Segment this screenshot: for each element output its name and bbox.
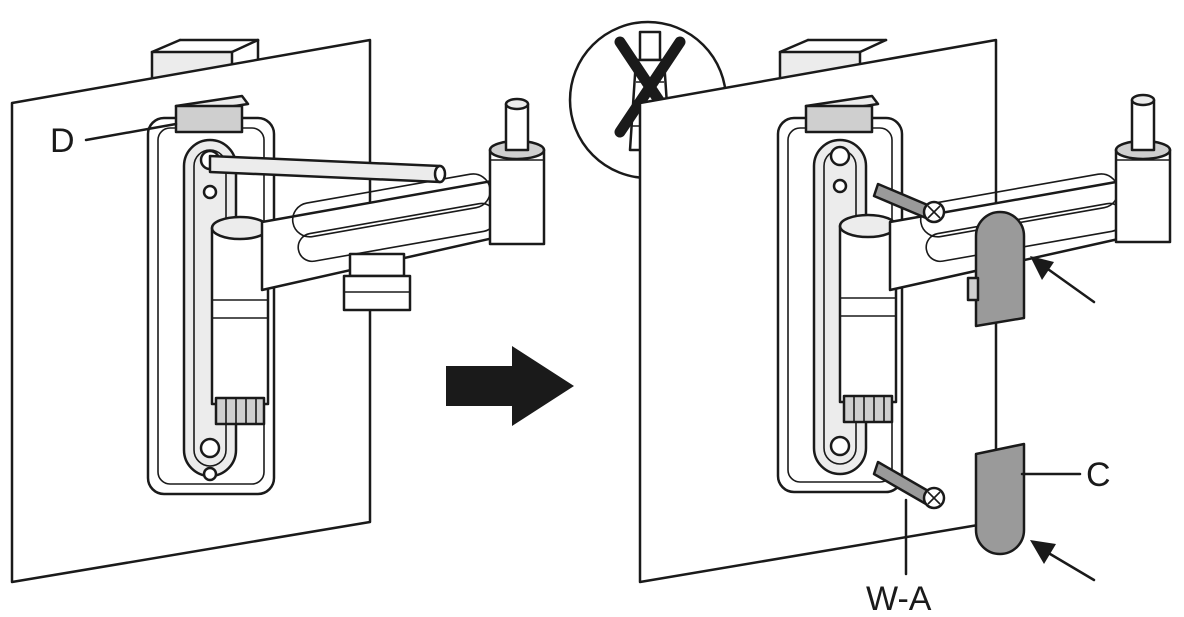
right-pivot-post: [1114, 93, 1172, 244]
label-d-leader: [84, 122, 178, 142]
hex-key-tool: [208, 154, 447, 184]
cover-cap-c: [974, 442, 1096, 582]
left-arm-column: [210, 215, 270, 426]
screw-w-a: [872, 460, 946, 510]
label-c: C: [1086, 456, 1111, 494]
spacer-block-d: [174, 94, 250, 134]
upper-cover-cap: [966, 210, 1096, 328]
left-step-illustration: D: [10, 38, 546, 584]
left-swing-arm: [260, 173, 522, 312]
left-pivot-post: [488, 97, 546, 246]
right-arrow-icon: [446, 346, 574, 426]
label-w-a: W-A: [866, 580, 932, 617]
label-d: D: [50, 122, 75, 160]
upper-screw: [872, 182, 946, 224]
right-arm-column: [838, 213, 898, 424]
right-step-illustration: C W-A: [638, 38, 1172, 617]
right-spacer-block: [804, 94, 880, 134]
